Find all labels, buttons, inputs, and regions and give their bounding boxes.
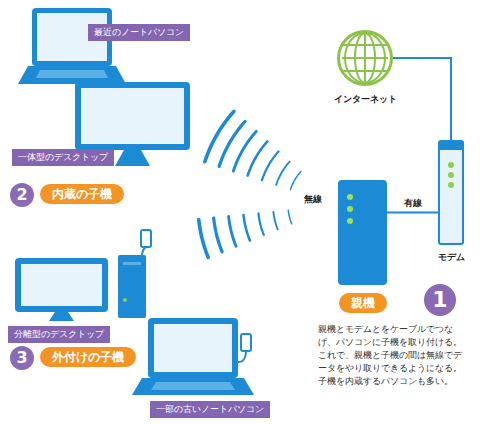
label-text: 外付けの子機 <box>52 347 124 367</box>
label-text: インターネット <box>334 93 397 106</box>
category-pill: 外付けの子機 <box>40 347 136 367</box>
wave-arc <box>288 210 291 224</box>
explanation-text: 親機とモデムとをケーブルでつなげ、パソコンに子機を取り付ける。これで、親機と子機… <box>318 323 470 388</box>
internet-globe: インターネット <box>337 30 393 86</box>
wave-arc <box>233 131 256 171</box>
label-text: モデム <box>438 251 465 264</box>
modem-box: モデム <box>438 140 464 245</box>
label-text: 内蔵の子機 <box>52 184 112 204</box>
edge-label: 有線 <box>402 197 424 210</box>
status-led <box>448 162 454 168</box>
globe-lines <box>340 33 390 83</box>
wireless-waves <box>199 111 301 257</box>
device-label: 最近のノートパソコン <box>88 24 190 41</box>
wireless-label: 無線 <box>304 193 322 206</box>
router-box: 親機 <box>338 180 387 285</box>
label-text: 分離型のデスクトップ <box>14 327 104 342</box>
wave-arc <box>276 162 290 185</box>
status-led <box>347 194 353 200</box>
device-label: 一部の古いノートパソコン <box>150 401 270 418</box>
desktop-separate <box>15 230 151 321</box>
wave-arc <box>244 215 250 241</box>
callout-number-text: 3 <box>10 346 34 370</box>
laptop-recent <box>18 8 126 84</box>
wave-arc <box>214 218 222 252</box>
wave-arc <box>199 220 208 258</box>
label-text: 最近のノートパソコン <box>94 25 184 40</box>
label-text: 親機 <box>339 293 387 313</box>
status-led <box>448 172 454 178</box>
callout-number-text: 2 <box>10 183 34 207</box>
wave-arc <box>273 212 277 230</box>
callout-number: 1 <box>424 284 456 316</box>
status-led <box>448 182 454 188</box>
wave-arc <box>248 141 268 175</box>
label-text: 一部の古いノートパソコン <box>156 402 264 417</box>
wave-arc <box>258 213 263 235</box>
cable-line <box>387 212 438 214</box>
callout-number-text: 1 <box>424 284 456 316</box>
label-text: 一体型のデスクトップ <box>18 150 108 165</box>
cable-line <box>393 58 451 140</box>
wave-arc <box>290 172 300 190</box>
callout-number: 3 <box>10 346 34 370</box>
status-led <box>347 206 353 212</box>
laptop-old <box>132 318 254 395</box>
category-pill: 内蔵の子機 <box>40 184 124 204</box>
device-label: 一体型のデスクトップ <box>12 149 114 166</box>
callout-number: 2 <box>10 183 34 207</box>
modem-stripe <box>440 142 462 150</box>
wave-arc <box>229 216 236 246</box>
wave-arc <box>205 111 234 161</box>
wave-arc <box>262 151 279 180</box>
status-led <box>347 218 353 224</box>
device-label: 分離型のデスクトップ <box>8 326 110 343</box>
